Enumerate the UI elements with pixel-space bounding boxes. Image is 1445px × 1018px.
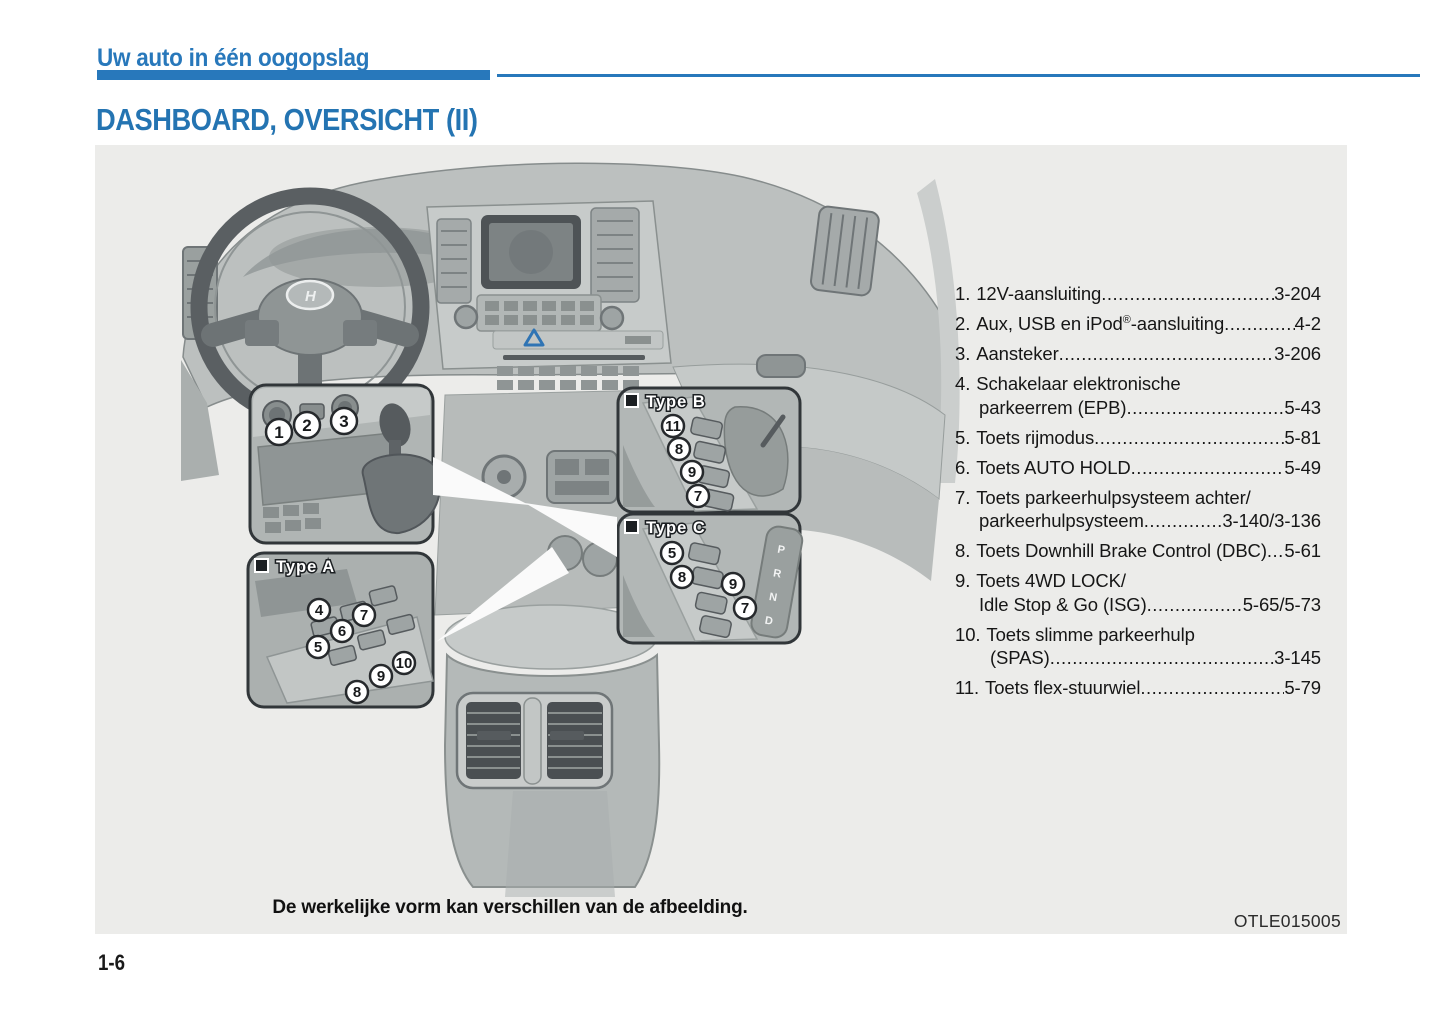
svg-text:9: 9 — [729, 576, 737, 593]
type-b-label: Type B — [646, 393, 706, 411]
svg-text:8: 8 — [353, 684, 361, 701]
dot-leader — [1147, 593, 1243, 617]
dashboard-illustration: H — [181, 162, 960, 897]
svg-text:8: 8 — [675, 441, 683, 458]
rear-air-vent — [455, 691, 614, 790]
pointer-arrows — [433, 457, 617, 642]
header-rule-thin — [497, 74, 1420, 77]
svg-text:6: 6 — [338, 623, 346, 640]
svg-text:7: 7 — [741, 600, 749, 617]
callout-a10: 10 — [391, 650, 417, 676]
callout-c7: 7 — [732, 595, 758, 621]
callout-c9: 9 — [720, 571, 746, 597]
page-number: 1-6 — [98, 950, 126, 975]
dot-leader — [1126, 396, 1284, 420]
dot-leader — [1094, 426, 1284, 450]
svg-text:3: 3 — [339, 412, 348, 431]
svg-text:P: P — [776, 544, 785, 557]
hyundai-logo-icon: H — [285, 279, 335, 311]
callouts: 1 2 3 4 7 6 5 10 9 8 11 8 9 7 5 8 9 7 — [264, 406, 758, 705]
svg-text:N: N — [768, 591, 778, 604]
callout-a7: 7 — [351, 602, 377, 628]
callout-b8: 8 — [666, 436, 692, 462]
svg-text:9: 9 — [688, 464, 696, 481]
dot-leader — [1224, 312, 1294, 336]
svg-text:9: 9 — [377, 668, 385, 685]
breadcrumb: Uw auto in één oogopslag — [97, 44, 370, 72]
page-title: DASHBOARD, OVERSICHT (II) — [96, 102, 478, 137]
legend-item-10: 10.Toets slimme parkeerhulp (SPAS)3-145 — [955, 623, 1321, 670]
callout-a5: 5 — [305, 634, 331, 660]
callout-a4: 4 — [306, 597, 332, 623]
dot-leader — [1059, 342, 1275, 366]
legend-item-5: 5.Toets rijmodus5-81 — [955, 426, 1321, 450]
svg-text:5: 5 — [668, 545, 676, 562]
dot-leader — [1144, 509, 1223, 533]
callout-c5: 5 — [659, 540, 685, 566]
svg-text:5: 5 — [314, 639, 322, 656]
dot-leader — [1140, 676, 1284, 700]
legend-item-7: 7.Toets parkeerhulpsysteem achter/ parke… — [955, 486, 1321, 533]
legend-item-8: 8.Toets Downhill Brake Control (DBC)5-61 — [955, 539, 1321, 563]
callout-a9: 9 — [368, 663, 394, 689]
svg-text:H: H — [305, 288, 317, 305]
callout-3: 3 — [329, 406, 359, 436]
callout-b7: 7 — [685, 483, 711, 509]
dashboard-figure: H — [95, 145, 1347, 934]
dot-leader — [1267, 539, 1284, 563]
callout-b11: 11 — [660, 413, 686, 439]
svg-text:2: 2 — [302, 416, 311, 435]
type-c-bullet — [624, 519, 639, 534]
svg-text:D: D — [764, 615, 774, 628]
passenger-side-vent — [810, 205, 880, 297]
legend-item-9: 9.Toets 4WD LOCK/ Idle Stop & Go (ISG)5-… — [955, 569, 1321, 616]
svg-text:1: 1 — [274, 423, 283, 442]
type-c-label: Type C — [646, 519, 706, 537]
legend-item-2: 2.Aux, USB en iPod®-aansluiting4-2 — [955, 312, 1321, 336]
svg-text:4: 4 — [315, 602, 324, 619]
rear-console — [443, 604, 661, 897]
legend-item-11: 11.Toets flex-stuurwiel5-79 — [955, 676, 1321, 700]
svg-text:7: 7 — [360, 607, 368, 624]
gear-indicator: P R N D — [750, 525, 804, 639]
svg-text:R: R — [772, 567, 782, 580]
figure-code: OTLE015005 — [1233, 911, 1341, 931]
figure-caption: De werkelijke vorm kan verschillen van d… — [272, 897, 748, 918]
legend-item-1: 1.12V-aansluiting3-204 — [955, 282, 1321, 306]
legend-item-6: 6.Toets AUTO HOLD5-49 — [955, 456, 1321, 480]
callout-a8: 8 — [344, 679, 370, 705]
callout-2: 2 — [292, 410, 322, 440]
inset-type-c: P R N D Type C — [616, 512, 804, 645]
tune-knob — [599, 305, 625, 331]
inset-sockets — [248, 383, 441, 545]
svg-text:11: 11 — [665, 418, 681, 435]
callout-a6: 6 — [329, 618, 355, 644]
callout-b9: 9 — [679, 459, 705, 485]
callout-c8: 8 — [669, 564, 695, 590]
legend-item-4: 4.Schakelaar elektronische parkeerrem (E… — [955, 372, 1321, 419]
dot-leader — [1050, 646, 1274, 670]
type-a-label: Type A — [276, 558, 335, 576]
cd-slot — [503, 355, 645, 360]
callout-1: 1 — [264, 417, 294, 447]
svg-text:10: 10 — [396, 655, 413, 672]
type-a-bullet — [254, 558, 269, 573]
volume-knob — [453, 304, 479, 330]
dot-leader — [1101, 282, 1274, 306]
legend-list: 1.12V-aansluiting3-204 2.Aux, USB en iPo… — [955, 282, 1321, 706]
header-rule-thick — [97, 70, 490, 80]
svg-text:8: 8 — [678, 569, 686, 586]
hazard-button-icon — [523, 328, 545, 347]
svg-text:7: 7 — [694, 488, 702, 505]
gear-shift-boot — [361, 453, 441, 535]
type-b-bullet — [624, 393, 639, 408]
dot-leader — [1131, 456, 1285, 480]
legend-item-3: 3.Aansteker3-206 — [955, 342, 1321, 366]
